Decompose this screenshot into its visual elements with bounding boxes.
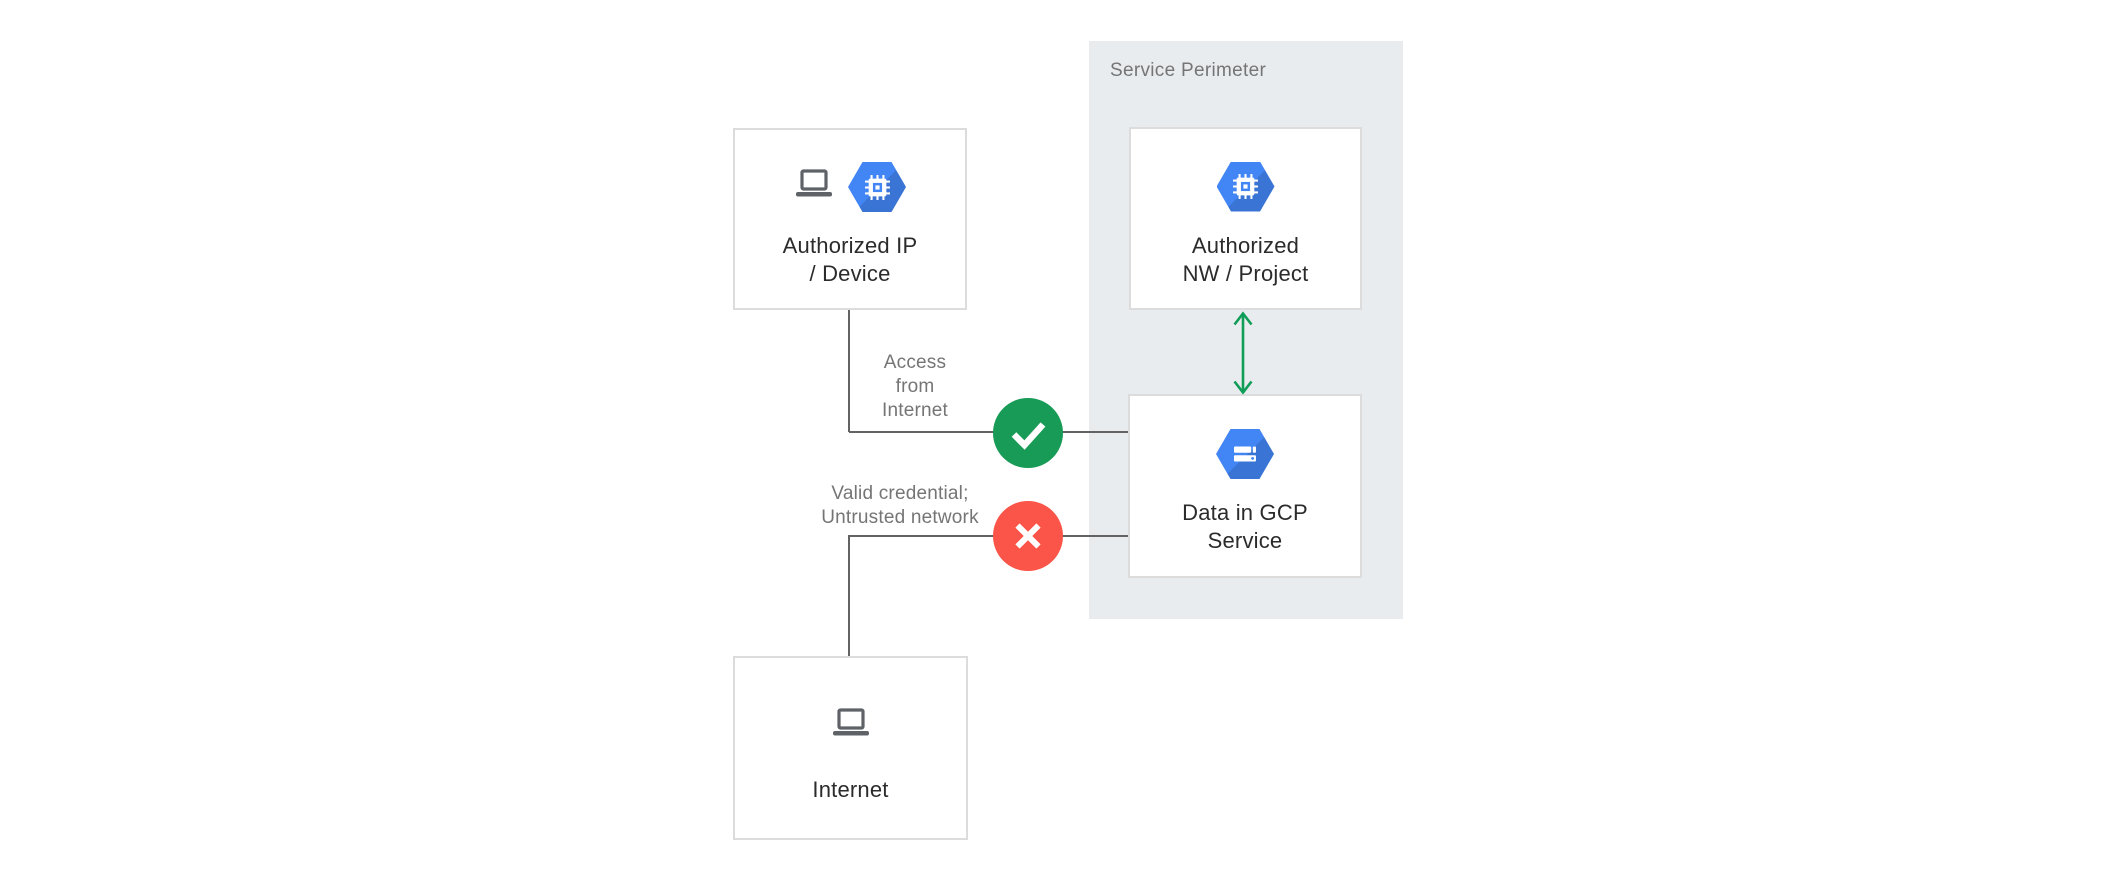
double-arrow-icon <box>1230 310 1256 401</box>
node-internet: Internet <box>733 656 968 840</box>
node-icon-row <box>1216 429 1274 479</box>
edge-label-access-from-internet: Access from Internet <box>881 352 949 421</box>
node-icon-row <box>831 708 871 744</box>
node-label: Internet <box>812 777 889 802</box>
connector-internet-up <box>848 536 850 657</box>
storage-hexagon-icon <box>1216 429 1274 479</box>
node-icon-row <box>794 162 906 212</box>
node-label: Authorized IP / Device <box>782 233 918 286</box>
node-icon-row <box>1216 161 1275 212</box>
node-authorized-nw-project: Authorized NW / Project <box>1129 127 1362 310</box>
check-icon <box>993 398 1063 468</box>
laptop-icon <box>831 708 871 744</box>
node-authorized-ip-device: Authorized IP / Device <box>733 128 967 310</box>
connector-allowed-to-data <box>849 431 1128 433</box>
node-data-in-gcp-service: Data in GCP Service <box>1128 394 1362 578</box>
connector-authip-down <box>848 310 850 432</box>
x-icon <box>993 501 1063 571</box>
compute-hexagon-icon <box>1216 161 1275 212</box>
laptop-icon <box>794 169 834 205</box>
node-label: Authorized NW / Project <box>1182 232 1309 286</box>
connector-denied-to-data <box>848 535 1128 537</box>
edge-label-untrusted-network: Valid credential; Untrusted network <box>821 483 979 528</box>
node-label: Data in GCP Service <box>1182 500 1308 553</box>
service-perimeter-label: Service Perimeter <box>1110 60 1267 81</box>
compute-hexagon-icon <box>848 162 906 212</box>
